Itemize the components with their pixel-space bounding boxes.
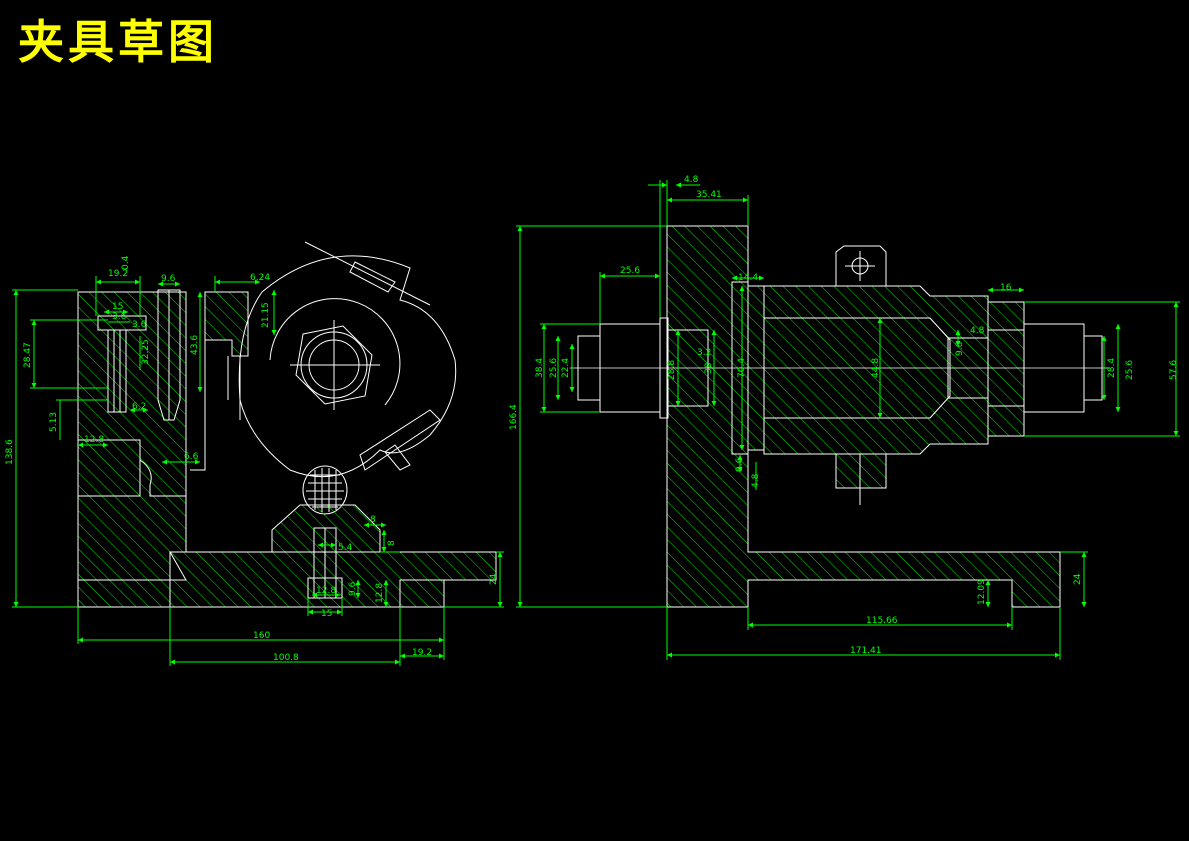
dim-8b: 8 (387, 540, 397, 546)
front-hex-nut (295, 325, 373, 405)
dim-38: 38 (704, 362, 714, 374)
dim-8: 8 (370, 515, 376, 525)
dim-138-6: 138.6 (5, 439, 15, 465)
dim-171-41: 171.41 (850, 646, 882, 656)
dim-15-bot: 15 (321, 609, 332, 619)
dim-5-4: 5.4 (338, 543, 353, 553)
front-bolt-shank (107, 329, 127, 413)
front-left-slot (139, 459, 186, 497)
dim-12-8-bot: 12.8 (316, 586, 336, 596)
dim-43-6: 43.6 (190, 335, 200, 355)
dim-6-6: 6.6 (184, 452, 199, 462)
front-tool-arm-bottom (359, 409, 441, 471)
dim-9-6: 9.6 (955, 341, 965, 356)
dim-12-8-left: 12.8 (84, 435, 104, 445)
front-dim-lines (12, 276, 504, 666)
dim-19-2-bot: 19.2 (412, 648, 432, 658)
front-left-column (77, 291, 187, 581)
dim-9-6-low: 9.6 (735, 457, 745, 472)
dim-44-8: 44.8 (871, 358, 881, 378)
front-dim-labels: 19.2 0.4 9.6 6.24 15 3.6 3.6 28.47 32.25… (5, 255, 499, 663)
side-top-lug (835, 245, 887, 286)
dim-3-6: 3.6 (112, 312, 127, 322)
front-view: 19.2 0.4 9.6 6.24 15 3.6 3.6 28.47 32.25… (5, 241, 504, 666)
side-dim-labels: 4.8 35.41 25.6 14.4 16 4.8 166.4 38.4 25… (509, 175, 1179, 656)
side-dim-lines (516, 180, 1180, 660)
dim-24: 24 (489, 573, 499, 585)
dim-28-4: 28.4 (1107, 358, 1117, 378)
dim-70-4: 70.4 (737, 358, 747, 378)
dim-16: 16 (1000, 283, 1012, 293)
dim-4-8-low: 4.8 (751, 473, 761, 488)
dim-100-8: 100.8 (273, 653, 299, 663)
dim-0-4: 0.4 (121, 255, 131, 270)
front-workpiece-ring (269, 298, 401, 406)
dim-4-8-top: 4.8 (684, 175, 699, 185)
dim-3-2: 3.2 (697, 348, 711, 358)
dim-25-6: 25.6 (620, 266, 640, 276)
side-sleeve (763, 285, 989, 455)
dim-25-6-v: 25.6 (549, 358, 559, 378)
dim-14-4: 14.4 (738, 273, 758, 283)
front-left-cutout (77, 439, 141, 497)
dim-24-side: 24 (1073, 573, 1083, 585)
dim-115-66: 115.66 (866, 616, 898, 626)
dim-15: 15 (112, 302, 123, 312)
front-base-body (169, 551, 497, 608)
dim-28-47: 28.47 (23, 342, 33, 368)
dim-21-15: 21.15 (261, 302, 271, 328)
side-right-nut (987, 301, 1025, 437)
dim-9-6b: 9.6 (348, 581, 358, 596)
dim-12-8-v: 12.8 (375, 583, 385, 603)
dim-3-6b: 3.6 (132, 320, 147, 330)
dim-28-8: 28.8 (667, 360, 677, 380)
dim-57-6: 57.6 (1169, 360, 1179, 380)
dim-9-6: 9.6 (161, 274, 176, 284)
front-cutter-disc (238, 255, 457, 478)
side-bottom-lug (835, 453, 887, 489)
dim-38-4: 38.4 (535, 358, 545, 378)
dim-22-4: 22.4 (561, 358, 571, 378)
dim-6-24: 6.24 (250, 273, 270, 283)
dim-25-6-r: 25.6 (1125, 360, 1135, 380)
dim-5-13: 5.13 (49, 412, 59, 432)
dim-4-8-r: 4.8 (970, 326, 985, 336)
side-view: 4.8 35.41 25.6 14.4 16 4.8 166.4 38.4 25… (509, 175, 1180, 660)
dim-19-2-top: 19.2 (108, 269, 128, 279)
dim-166-4: 166.4 (509, 404, 519, 430)
dim-6-2: 6.2 (132, 402, 146, 412)
drawing-title: 夹具草图 (18, 15, 218, 69)
dim-35-41: 35.41 (696, 190, 722, 200)
dim-12-09: 12.09 (977, 579, 987, 605)
dim-160: 160 (253, 631, 270, 641)
front-tool-arm-top (304, 241, 431, 306)
front-locating-pin (157, 289, 181, 421)
dim-32-25: 32.25 (141, 339, 151, 365)
